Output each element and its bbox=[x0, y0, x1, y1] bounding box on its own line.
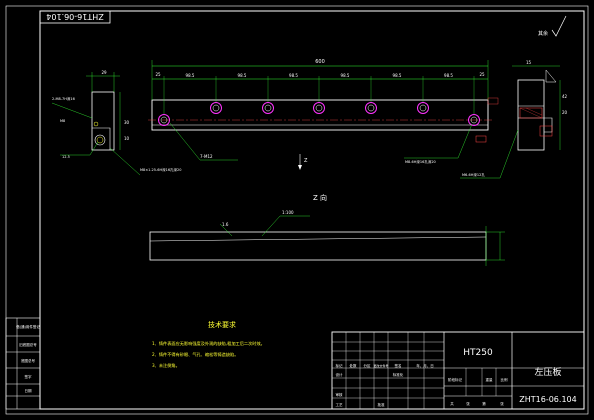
mounting-holes bbox=[158, 76, 480, 126]
view-label: Z 向 bbox=[313, 193, 327, 202]
z-view: 1.6 1:100 bbox=[149, 210, 505, 266]
mounting-hole bbox=[210, 102, 222, 114]
roughness-mark: 其余 bbox=[538, 15, 567, 37]
left-dim-small: 10 bbox=[124, 136, 130, 141]
rotated-number-box: ZHT16-06.104 bbox=[39, 10, 111, 24]
tb-label-mark: 标记 bbox=[336, 363, 344, 368]
z-flat-dim: 1:100 bbox=[282, 210, 294, 215]
tb-material: HT250 bbox=[463, 348, 493, 358]
tech-item-1: 1、铸件表面应无影响强度及外观的缺陷,粗加工后二次时效。 bbox=[152, 340, 265, 347]
spacing-dim-label: 98.5 bbox=[186, 73, 195, 78]
mounting-hole bbox=[158, 114, 170, 126]
left-side-view: 29 30 10 2-M8-7H深16 M8 12.5 M8×1.25-6H深1… bbox=[51, 70, 182, 176]
dim-overall: 600 bbox=[315, 59, 325, 65]
tb-sheet-unit1: 张 bbox=[466, 401, 470, 406]
tech-title: 技术要求 bbox=[208, 320, 236, 329]
z-dim-1: 1.6 bbox=[222, 222, 229, 227]
side-label-3: 底图总号 bbox=[21, 358, 35, 363]
right-callout: M8-6H深16孔深20 bbox=[405, 159, 436, 164]
dim-end-left: 25 bbox=[155, 72, 161, 77]
tb-label-date: 年、月、日 bbox=[416, 363, 434, 368]
inner-border bbox=[39, 10, 585, 410]
left-callout-main: 2-M8-7H深16 bbox=[52, 96, 75, 101]
mounting-hole bbox=[313, 102, 325, 114]
tb-label-change: 更改文件号 bbox=[373, 363, 388, 368]
tb-design: 设计 bbox=[336, 372, 344, 377]
right-callout-2: M6-6H深12孔 bbox=[462, 172, 485, 177]
right-dim-mid: 42 bbox=[562, 94, 568, 99]
left-callout-m8: M8 bbox=[60, 119, 65, 123]
tech-item-2: 2、铸件不得有砂眼、气孔、缩松等铸造缺陷。 bbox=[152, 351, 238, 358]
tb-stage: 阶段标记 bbox=[448, 377, 462, 382]
mounting-hole-inner bbox=[264, 104, 272, 112]
roughness-other: 其余 bbox=[538, 30, 548, 37]
tb-scale: 比例 bbox=[501, 377, 509, 382]
mounting-hole-inner bbox=[470, 116, 478, 124]
dim-end-right: 25 bbox=[479, 72, 485, 77]
spacing-dimensions: 98.5 98.5 98.5 98.5 98.5 98.5 bbox=[186, 73, 454, 78]
spacing-dim-label: 98.5 bbox=[444, 73, 453, 78]
mounting-hole-inner bbox=[212, 104, 220, 112]
bottom-callout: M8×1.25-6H深16孔深20 bbox=[140, 167, 182, 172]
mounting-hole-inner bbox=[419, 104, 427, 112]
mounting-hole bbox=[262, 102, 274, 114]
right-dim-top: 15 bbox=[526, 60, 532, 65]
tb-approve: 批准 bbox=[378, 402, 386, 407]
mounting-hole-inner bbox=[315, 104, 323, 112]
mounting-hole bbox=[468, 114, 480, 126]
tb-label-sign: 签名 bbox=[395, 363, 402, 368]
right-dim-bot: 20 bbox=[562, 110, 568, 115]
plate-outline bbox=[151, 99, 489, 131]
tb-check: 审核 bbox=[336, 392, 344, 397]
left-callout-roughness: 12.5 bbox=[62, 155, 70, 159]
rotated-number: ZHT16-06.104 bbox=[46, 12, 103, 21]
tb-process: 工艺 bbox=[336, 402, 344, 407]
tb-sheet-total: 共 bbox=[450, 401, 454, 406]
thread-holes-callout: 7-M12 bbox=[200, 154, 213, 159]
right-side-view: 15 42 20 M6-6H深12孔 bbox=[460, 60, 568, 179]
tb-drawing-number: ZHT16-06.104 bbox=[519, 395, 576, 404]
spacing-dim-label: 98.5 bbox=[341, 73, 350, 78]
tb-weight: 重量 bbox=[486, 377, 494, 382]
outer-border bbox=[5, 5, 589, 415]
spacing-dim-label: 98.5 bbox=[289, 73, 298, 78]
tech-requirements: 技术要求 1、铸件表面应无影响强度及外观的缺陷,粗加工后二次时效。 2、铸件不得… bbox=[152, 320, 265, 369]
front-view: 600 98.5 98.5 98.5 98.5 98.5 98.5 25 25 7-M12… bbox=[148, 59, 499, 164]
mounting-hole bbox=[365, 102, 377, 114]
spacing-dim-label: 98.5 bbox=[238, 73, 247, 78]
side-label-2: 旧底图总号 bbox=[19, 342, 37, 347]
tb-label-zone: 分区 bbox=[364, 363, 372, 368]
tb-standard: 标准化 bbox=[393, 372, 404, 377]
title-block: 标记 处数 分区 更改文件号 签名 年、月、日 设计 标准化 审核 工艺 批准 … bbox=[331, 331, 585, 410]
side-block: 借(通)用件登记 旧底图总号 底图总号 签字 日期 bbox=[5, 317, 40, 410]
side-label-5: 日期 bbox=[25, 388, 32, 393]
tb-sheet-no: 第 bbox=[482, 401, 486, 406]
tb-label-count: 处数 bbox=[350, 363, 358, 368]
tb-sheet-unit2: 张 bbox=[500, 401, 504, 406]
spacing-dim-label: 98.5 bbox=[393, 73, 402, 78]
side-label-1: 借(通)用件登记 bbox=[16, 324, 40, 329]
left-dim-height: 30 bbox=[124, 120, 130, 125]
view-marker: Z bbox=[298, 154, 308, 170]
mounting-hole bbox=[417, 102, 429, 114]
side-label-4: 签字 bbox=[25, 374, 32, 379]
mounting-hole-inner bbox=[160, 116, 168, 124]
view-marker-letter: Z bbox=[304, 158, 308, 164]
tech-item-3: 3、未注倒角。 bbox=[152, 362, 180, 369]
left-dim-width: 29 bbox=[101, 70, 107, 75]
mounting-hole-inner bbox=[367, 104, 375, 112]
tb-part-name: 左压板 bbox=[534, 366, 561, 378]
